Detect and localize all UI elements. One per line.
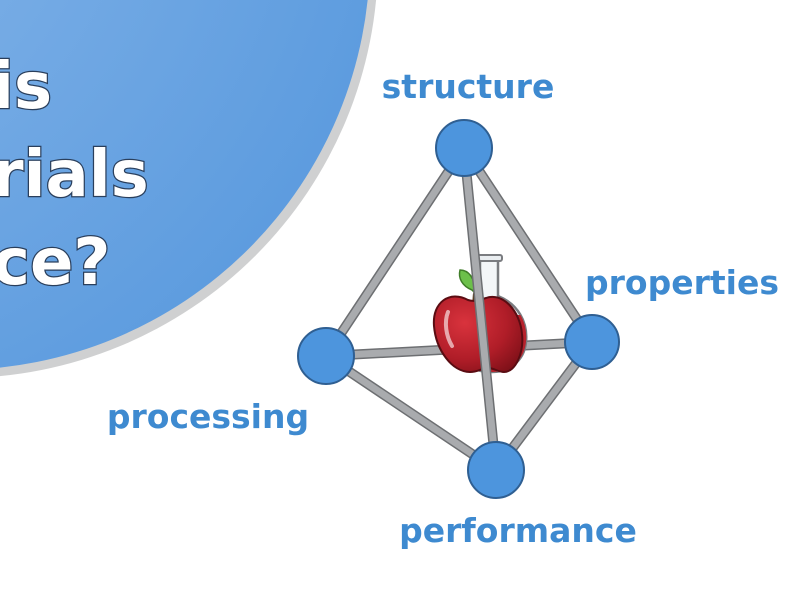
- front-struts: [321, 143, 597, 475]
- label-performance: performance: [399, 511, 637, 550]
- node-processing: [297, 327, 355, 385]
- label-processing: processing: [107, 397, 309, 436]
- node-structure: [435, 119, 493, 177]
- label-properties: properties: [585, 263, 779, 302]
- title-banner: is rials ce?: [0, 0, 376, 376]
- title-circle: [0, 0, 368, 368]
- label-structure: structure: [382, 67, 555, 106]
- title-line-1: is: [0, 50, 52, 124]
- title-line-3: ce?: [0, 226, 110, 300]
- title-line-2: rials: [0, 138, 149, 212]
- node-properties: [564, 314, 620, 370]
- node-performance: [467, 441, 525, 499]
